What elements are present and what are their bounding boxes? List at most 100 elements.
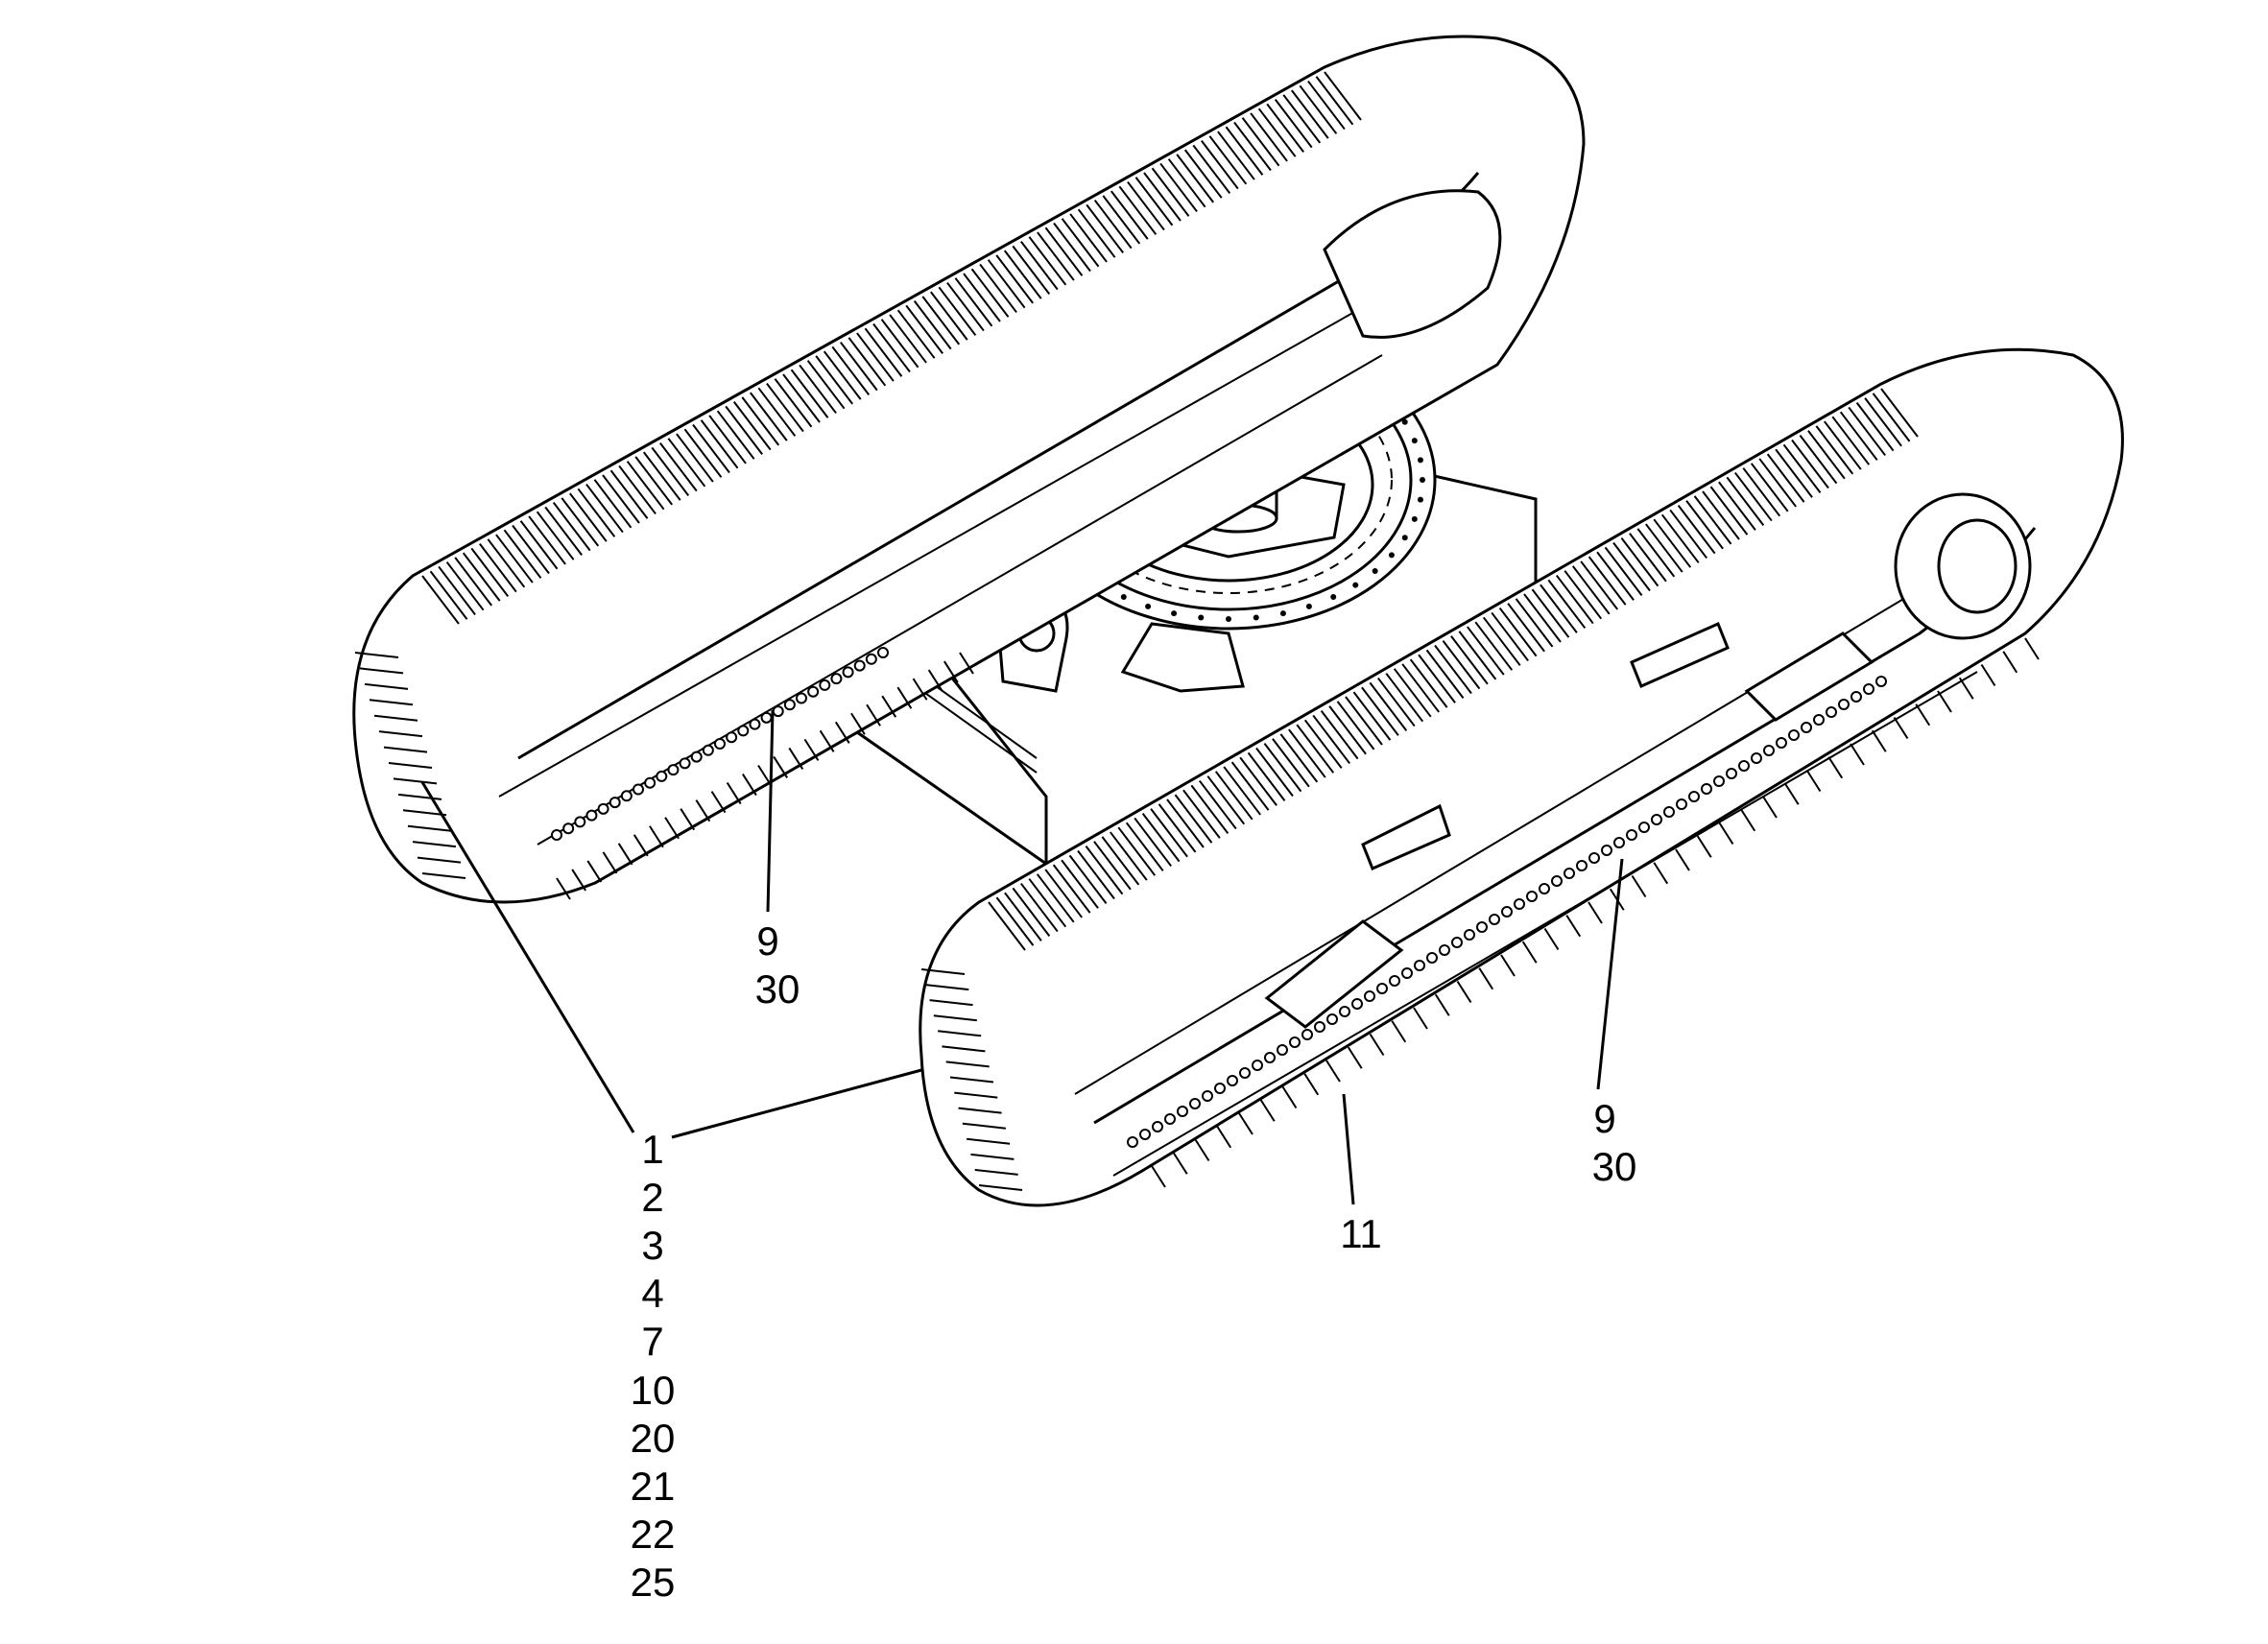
grouser [1696, 835, 1712, 858]
grouser [1257, 107, 1297, 157]
bolt [1388, 552, 1395, 559]
grouser [1118, 185, 1158, 235]
chain-link [1414, 960, 1425, 971]
grouser [571, 869, 586, 892]
chain-link [551, 829, 562, 841]
chain-link [1177, 1106, 1188, 1117]
grouser [773, 755, 788, 778]
callout-group-b: 1 2 3 4 7 10 20 21 22 25 [631, 1127, 676, 1605]
bolt [1411, 515, 1418, 522]
grouser [1775, 448, 1813, 498]
grouser [1069, 213, 1108, 263]
grouser [1631, 874, 1647, 898]
grouser [938, 1030, 982, 1037]
grouser [1556, 574, 1594, 625]
grouser [1004, 892, 1042, 941]
chain-link [1264, 1052, 1276, 1063]
grouser [1127, 180, 1165, 231]
grouser [938, 286, 977, 336]
grouser [1645, 523, 1683, 573]
grouser [1653, 862, 1669, 885]
grouser [790, 369, 829, 418]
bolt [1420, 477, 1425, 483]
grouser [421, 575, 460, 625]
grouser [1247, 751, 1286, 801]
grouser [742, 774, 757, 797]
grouser [470, 547, 510, 597]
bolt [1279, 610, 1286, 617]
bolt [1352, 582, 1359, 588]
grouser [1653, 518, 1692, 568]
grouser [1434, 644, 1472, 695]
chain-link [737, 725, 750, 737]
track-left [352, 35, 1586, 904]
grouser [1418, 654, 1456, 703]
grouser [848, 337, 887, 387]
grouser [462, 552, 501, 602]
grouser [569, 492, 608, 542]
grouser [1564, 570, 1603, 620]
grouser [1937, 690, 1952, 713]
grouser [987, 259, 1026, 309]
grouser [1102, 195, 1141, 245]
grouser [1272, 738, 1310, 788]
grouser [1893, 716, 1909, 740]
grouser [1303, 719, 1343, 769]
grouser [1068, 854, 1108, 904]
bolt [1253, 614, 1259, 621]
chain-link [1863, 683, 1874, 695]
grouser [1565, 915, 1582, 938]
grouser [651, 446, 690, 496]
grouser [1101, 836, 1140, 886]
chain-link [819, 679, 831, 691]
grouser [1467, 626, 1505, 676]
grouser [1500, 954, 1516, 977]
grouser [1824, 420, 1862, 470]
chain-link [1626, 829, 1637, 841]
grouser [962, 1122, 1006, 1130]
chain-link [1813, 714, 1825, 726]
grouser [1093, 841, 1132, 891]
grouser [1718, 822, 1734, 846]
frame-support-front [1120, 622, 1245, 693]
grouser [407, 824, 452, 832]
grouser [1915, 703, 1931, 727]
grouser [856, 332, 895, 382]
grouser [1980, 663, 1996, 687]
chain-link [1713, 775, 1725, 787]
grouser [1328, 705, 1367, 755]
grouser [905, 304, 943, 355]
grouser [815, 355, 853, 405]
grouser [1718, 481, 1756, 531]
chain-link [760, 711, 773, 724]
bolt [1305, 603, 1312, 609]
grouser [974, 1168, 1018, 1176]
chain-link [1202, 1090, 1213, 1102]
grouser [806, 360, 846, 410]
grouser [1086, 203, 1124, 254]
grouser [1151, 167, 1190, 217]
grouser [1791, 439, 1829, 489]
grouser [1385, 673, 1424, 723]
chain-link [1588, 852, 1600, 864]
callout-d-0: 11 [1340, 1211, 1382, 1256]
grouser [664, 817, 680, 840]
chain-link [865, 653, 877, 665]
bolt [1372, 567, 1378, 574]
chain-link [1314, 1021, 1325, 1033]
grouser [913, 300, 952, 350]
grouser [1028, 878, 1067, 928]
grouser [979, 263, 1017, 314]
chain-link [1738, 760, 1750, 772]
track-right-bottom-shoes [1151, 637, 2040, 1188]
chain-link [1326, 1013, 1338, 1025]
chain-link [1663, 806, 1675, 818]
grouser [1958, 677, 1974, 700]
grouser [831, 345, 871, 395]
chain-link [1389, 975, 1400, 987]
chain-link [1289, 1036, 1301, 1048]
leader-b2 [671, 1068, 922, 1139]
grouser [1872, 393, 1911, 442]
grouser [920, 968, 966, 975]
